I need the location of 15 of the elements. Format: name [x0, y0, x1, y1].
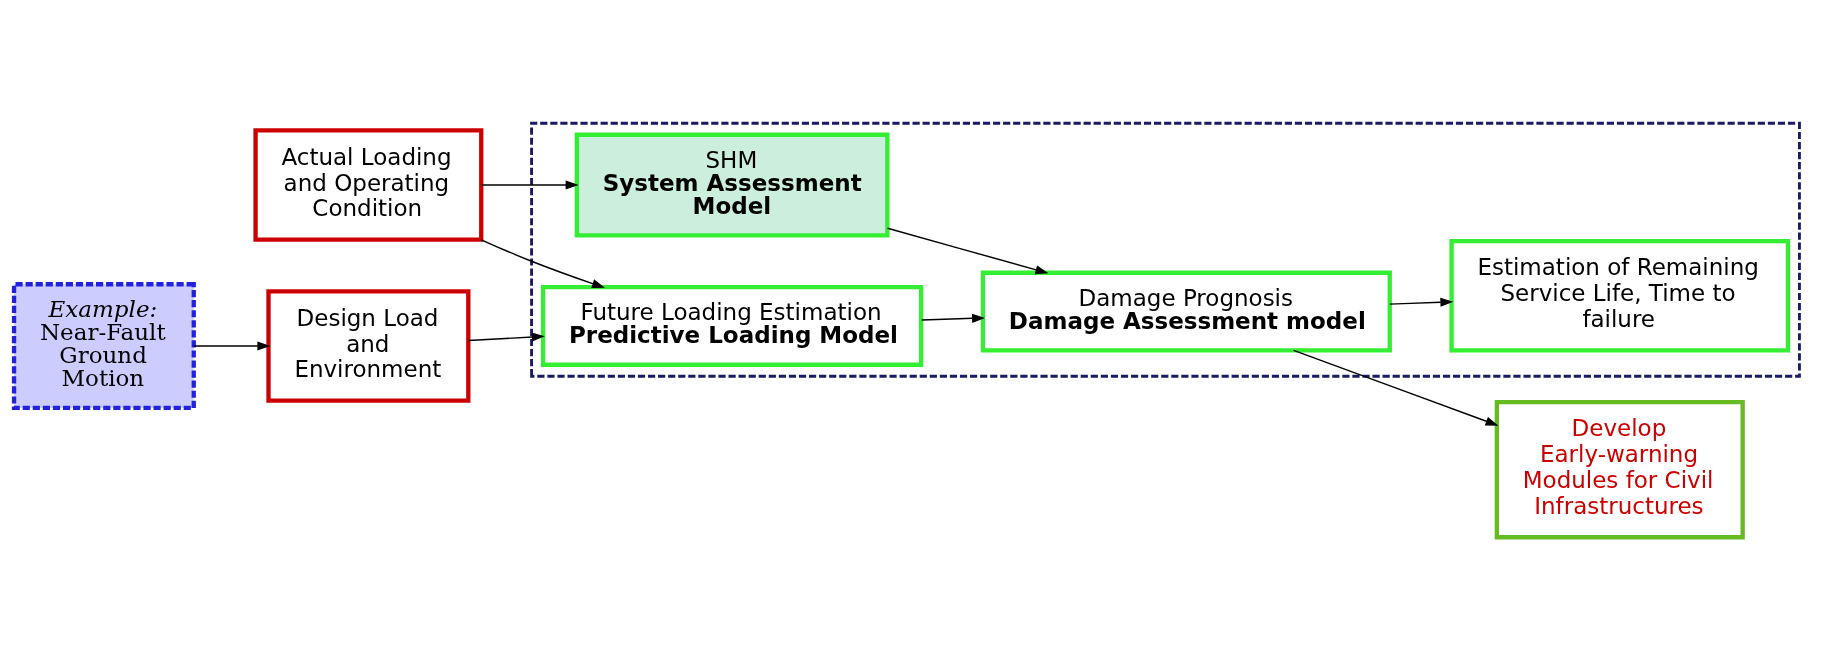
arrow	[920, 313, 986, 323]
arrow	[193, 341, 271, 351]
arrow	[886, 227, 1049, 274]
node-box: Design Load and Environment	[266, 288, 471, 403]
node-box: Actual Loading and Operating Condition	[253, 127, 484, 242]
arrow	[480, 180, 579, 190]
node-box: Example: Near-Fault Ground Motion	[11, 281, 196, 410]
node-box: Future Loading Estimation Predictive Loading Model	[540, 284, 924, 367]
arrow	[1389, 297, 1454, 307]
node-box: Estimation of Remaining Service Life, Time to failure	[1449, 238, 1791, 353]
node-box: Damage Prognosis Damage Assessment model	[980, 270, 1392, 353]
node-box: SHM System Assessment Model	[574, 132, 890, 238]
node-box: Develop Early-warning Modules for Civil Infrastructures	[1494, 399, 1745, 539]
arrow	[480, 238, 605, 288]
arrow	[467, 332, 545, 342]
